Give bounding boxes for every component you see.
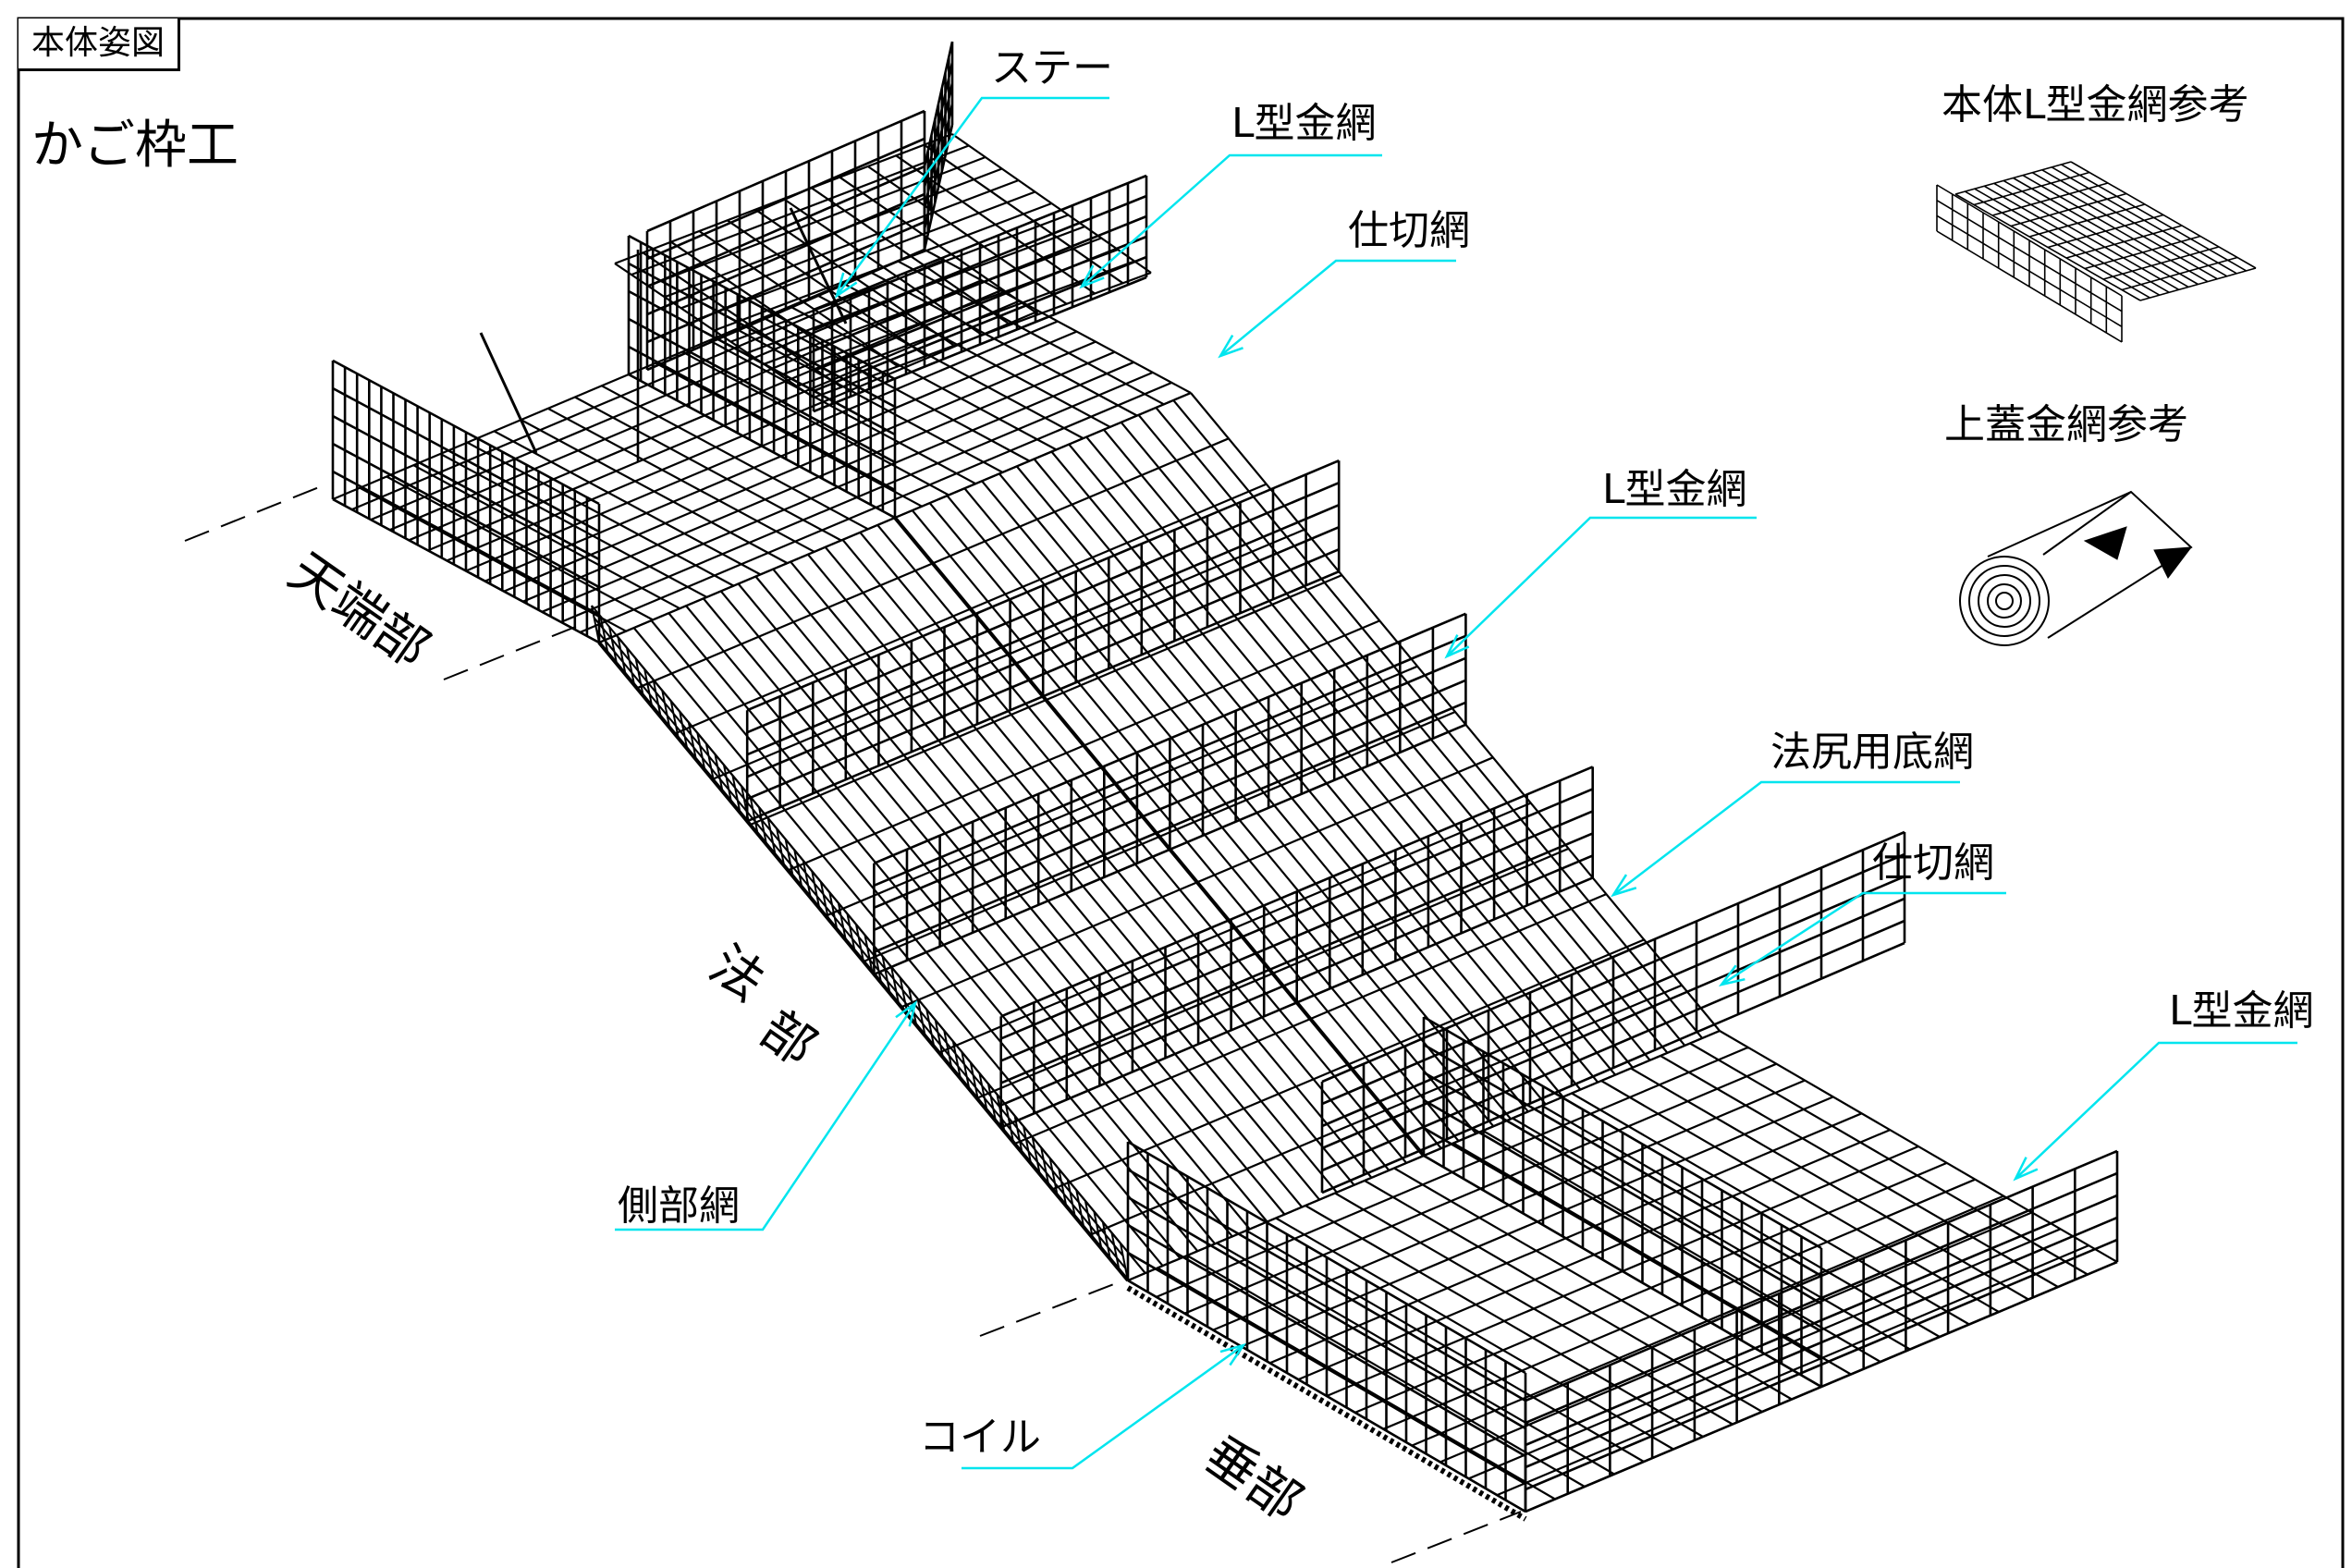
leader-toe-bottom-mesh-arrow — [1611, 874, 1637, 898]
callout-partition-mid: 仕切網 — [1872, 839, 1994, 887]
callout-toe-bottom-mesh: 法尻用底網 — [1770, 729, 1974, 776]
ref-roll-ring-1 — [1959, 556, 2050, 646]
drawing-subtitle: かご枠工 — [31, 116, 239, 176]
bottom-terrace-front-wall — [1126, 1140, 1527, 1513]
reference-title-lid-mesh: 上蓋金網参考 — [1944, 401, 2188, 448]
leader-coil — [962, 1343, 1244, 1470]
ref-roll-ring-2 — [1968, 565, 2040, 637]
leader-l-mesh-mid — [1446, 516, 1757, 657]
callout-l-mesh-top: L型金網 — [1231, 100, 1377, 147]
ref-roll-hatch-1 — [2083, 526, 2127, 560]
sheet-border — [17, 17, 2345, 1568]
bottom-terrace-partition — [1320, 830, 1906, 1194]
leader-lines — [615, 96, 2297, 1470]
leader-stay-arrow — [834, 272, 858, 299]
section-dash-1 — [184, 484, 325, 542]
callout-coil: コイル — [919, 1414, 1041, 1461]
ref-roll-ring-5 — [1995, 592, 2014, 610]
leader-coil-arrow — [1219, 1342, 1246, 1366]
ref-roll-ring-3 — [1978, 574, 2031, 628]
leader-l-mesh-top-arrow — [1079, 264, 1105, 289]
ref-roll-sheet-fold — [2042, 491, 2132, 556]
ref-roll-hatch-2 — [2153, 546, 2193, 579]
callout-l-mesh-mid: L型金網 — [1602, 466, 1747, 513]
leader-l-mesh-bottom-arrow — [2013, 1157, 2039, 1182]
ref-rolled-mesh — [1959, 490, 2193, 646]
leader-stay — [835, 96, 1109, 297]
ref-roll-sheet — [1987, 490, 2193, 639]
callout-l-mesh-bottom: L型金網 — [2169, 987, 2314, 1035]
top-terrace-side-wall — [331, 359, 601, 644]
section-dash-2 — [443, 623, 583, 680]
section-dash-lines — [184, 484, 1522, 1563]
coil-edge — [1126, 1285, 1527, 1522]
ref-l-mesh-base — [1954, 161, 2257, 301]
callout-stay: ステー — [991, 44, 1113, 92]
leader-partition-top-arrow — [1218, 334, 1243, 359]
slope-partition-1 — [745, 459, 1341, 823]
leader-partition-top — [1219, 259, 1456, 357]
stay-rod-2 — [789, 207, 848, 325]
bottom-terrace-end-wall — [1524, 1149, 2119, 1513]
stay-rod-1 — [479, 332, 538, 454]
mesh-structure — [331, 41, 2119, 1522]
ref-l-mesh-wall — [1936, 184, 2123, 343]
leader-partition-mid — [1721, 891, 2006, 986]
bottom-terrace-middle-wall — [1422, 1015, 1823, 1389]
leader-side-mesh — [615, 1002, 917, 1231]
top-terrace-rear-floor — [614, 132, 1152, 399]
callout-partition-top: 仕切網 — [1348, 207, 1470, 254]
leader-l-mesh-bottom — [2015, 1041, 2297, 1180]
callout-side-mesh: 側部網 — [618, 1182, 740, 1230]
section-dash-4 — [1390, 1511, 1522, 1563]
leader-l-mesh-mid-arrow — [1444, 634, 1470, 659]
reference-figures — [1936, 161, 2257, 646]
ref-roll-ring-4 — [1987, 583, 2022, 619]
reference-title-l-mesh: 本体L型金網参考 — [1942, 81, 2249, 129]
top-partition-mesh — [812, 174, 1148, 413]
stay-rods — [479, 207, 848, 454]
slope-middle-seam — [893, 516, 1426, 1158]
leader-l-mesh-top — [1081, 153, 1382, 288]
frame-title: 本体姿図 — [18, 18, 181, 71]
leader-partition-mid-arrow — [1718, 964, 1746, 986]
section-dash-3 — [979, 1280, 1124, 1337]
leader-side-mesh-arrow — [895, 999, 918, 1027]
leader-toe-bottom-mesh — [1612, 780, 1960, 896]
